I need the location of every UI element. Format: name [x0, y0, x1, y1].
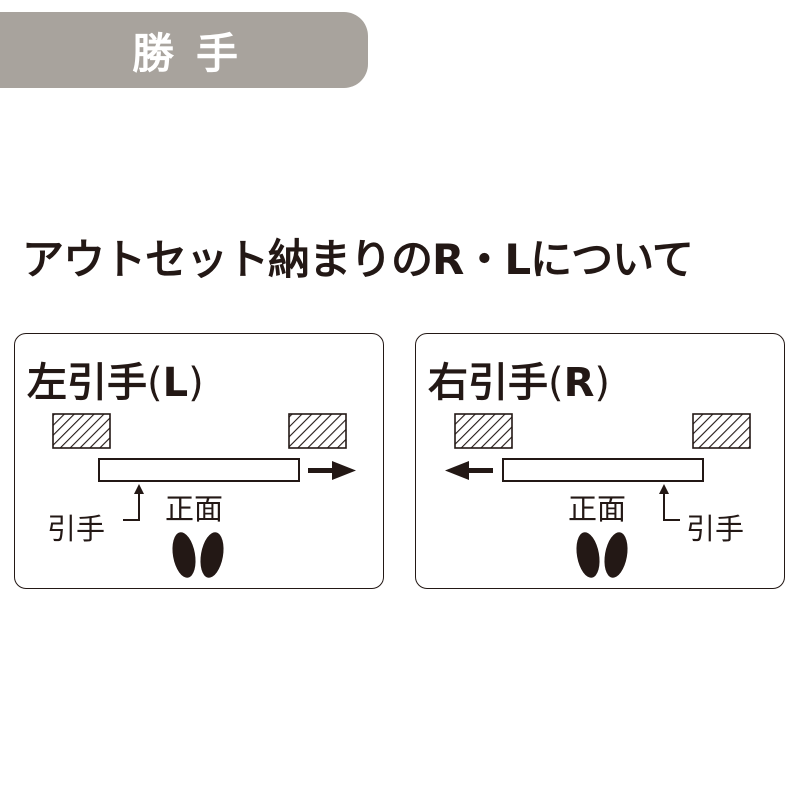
panel-title: 右引手(R): [428, 350, 610, 408]
open-paren: (: [548, 360, 564, 406]
footprints-icon: [576, 532, 628, 578]
arrow-left-icon: [445, 461, 493, 480]
pull-pointer-icon: [123, 484, 144, 521]
panel-letter: R: [563, 360, 595, 406]
wall-left: [52, 413, 111, 449]
panel-title-text: 右引手: [428, 360, 548, 406]
open-paren: (: [147, 360, 163, 406]
panel-title: 左引手(L): [27, 350, 204, 408]
wall-right: [692, 413, 751, 449]
pull-label: 引手: [686, 512, 745, 546]
front-label: 正面: [568, 492, 627, 526]
pull-label: 引手: [47, 512, 106, 546]
header-tab: 勝手: [0, 12, 368, 88]
door-panel: [98, 458, 300, 482]
door-diagram: [52, 413, 356, 578]
close-paren: ): [188, 360, 204, 406]
footprints-icon: [172, 532, 224, 578]
door-diagram: [445, 413, 751, 578]
wall-right: [288, 413, 347, 449]
close-paren: ): [594, 360, 611, 406]
door-panel: [502, 458, 704, 482]
page-heading: アウトセット納まりのR・Lについて: [22, 235, 694, 284]
left-handed-panel: 左引手(L) 引手 正面: [14, 333, 384, 589]
arrow-right-icon: [308, 461, 356, 480]
front-label: 正面: [165, 492, 224, 526]
panel-title-text: 左引手: [27, 360, 147, 406]
pull-pointer-icon: [659, 484, 680, 521]
header-title: 勝手: [131, 28, 260, 78]
wall-left: [454, 413, 513, 449]
right-handed-panel: 右引手(R) 正面 引手: [415, 333, 785, 589]
panel-letter: L: [162, 360, 189, 406]
